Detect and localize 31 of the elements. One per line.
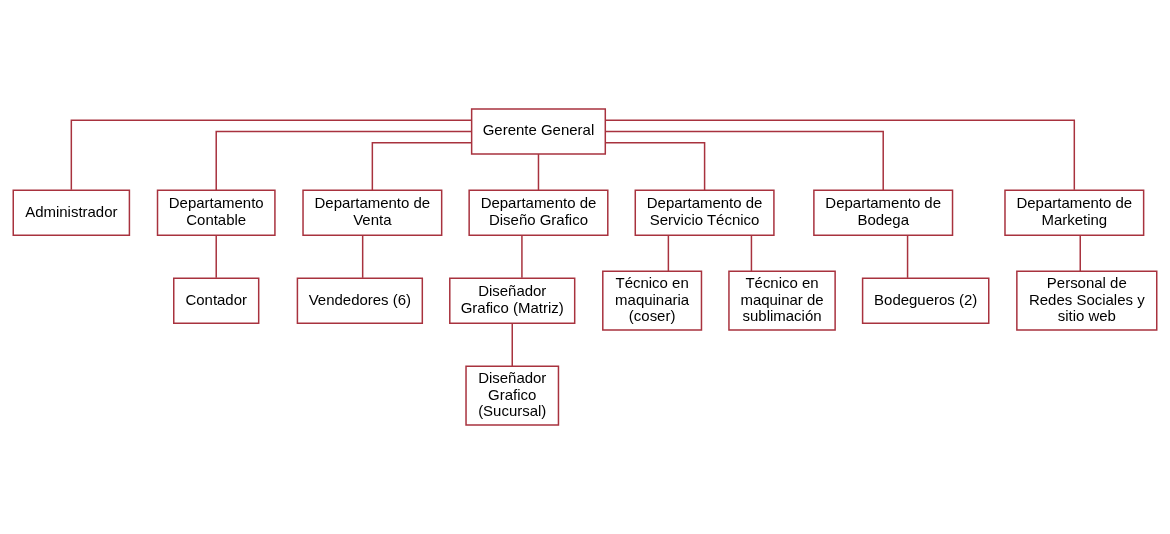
node-box: Personal de Redes Sociales y sitio web	[1016, 270, 1158, 331]
connector	[361, 234, 364, 279]
connector	[605, 119, 1076, 191]
node-box: Diseñador Grafico (Sucursal)	[465, 365, 560, 426]
node-box: Contador	[173, 277, 260, 324]
connector	[70, 119, 473, 191]
node-box: Diseñador Grafico (Matriz)	[449, 277, 576, 324]
node-box: Departamento de Marketing	[1004, 189, 1145, 236]
node-box: Bodegueros (2)	[861, 277, 990, 324]
connector	[521, 234, 523, 279]
connector	[906, 234, 909, 279]
node-box: Departamento de Servicio Técnico	[634, 189, 775, 236]
connector	[537, 153, 540, 191]
connector	[604, 130, 884, 191]
connector	[371, 141, 473, 191]
node-box: Departamento de Bodega	[813, 189, 954, 236]
node-box: Vendedores (6)	[296, 277, 424, 324]
connector	[750, 234, 753, 272]
node-box: Técnico en maquinaria (coser)	[602, 270, 703, 331]
node-box: Gerente General	[470, 108, 607, 155]
connector	[667, 234, 670, 272]
connector	[215, 234, 217, 279]
connector	[1079, 234, 1081, 272]
node-box: Administrador	[12, 189, 131, 236]
node-box: Departamento Contable	[156, 189, 276, 236]
node-box: Técnico en maquinar de sublimación	[728, 270, 836, 331]
node-box: Departamento de Venta	[302, 189, 443, 236]
connector	[215, 130, 473, 191]
connector	[511, 322, 513, 367]
node-box: Departamento de Diseño Grafico	[468, 189, 609, 236]
connector	[604, 141, 706, 191]
